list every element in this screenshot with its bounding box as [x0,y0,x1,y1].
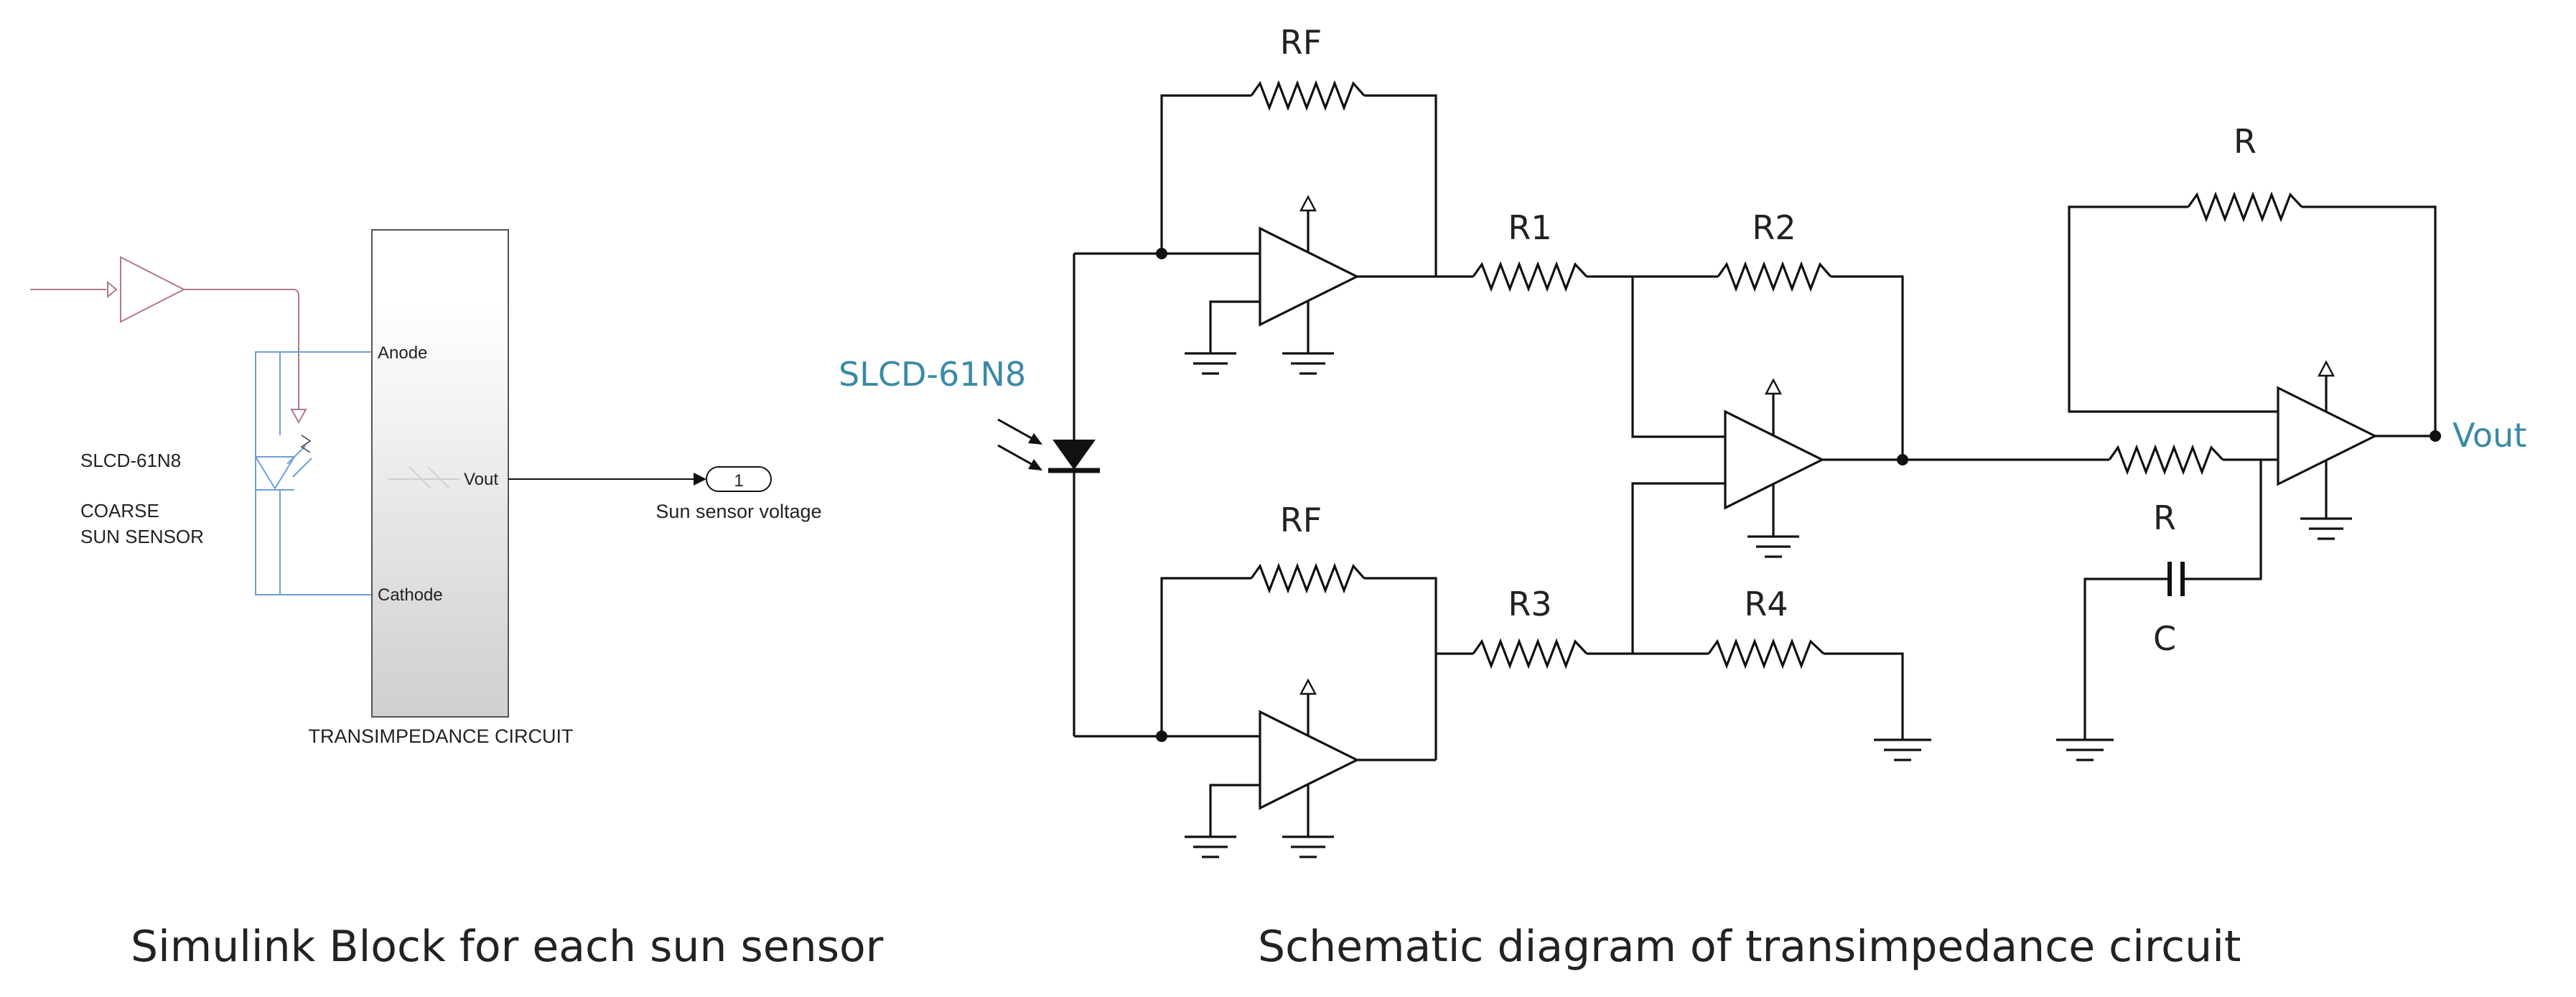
r4-label: R4 [1744,585,1788,623]
r2-label: R2 [1752,208,1796,247]
rf-top-label: RF [1280,23,1322,62]
resistor-rf-bottom [1250,562,1366,594]
outport-number: 1 [734,471,743,491]
sensor-name-line1: COARSE [80,500,159,521]
r-input-label: R [2153,498,2176,537]
sun-sensor-block[interactable] [254,351,378,595]
bottom-tia [1074,562,1473,858]
resistor-r2 [1717,261,1832,292]
ground-icon [2300,517,2352,540]
port-anode-label: Anode [378,343,427,363]
subsystem-title: TRANSIMPEDANCE CIRCUIT [308,725,573,747]
outport-block[interactable] [706,466,772,492]
output-stage [1903,191,2441,761]
caption-left: Simulink Block for each sun sensor [131,922,884,972]
simulink-model: SLCD-61N8 COARSE SUN SENSOR Anode Vout C… [30,229,822,747]
sensor-model-label: SLCD-61N8 [80,450,181,471]
light-arrows-icon [286,445,312,478]
resistor-r1 [1472,261,1588,292]
ground-icon [1747,535,1799,558]
r3-label: R3 [1508,585,1551,623]
ground-icon [2056,738,2114,761]
transimpedance-subsystem-block[interactable] [371,229,509,718]
top-tia [1074,80,1473,375]
resistor-rf-top [1250,80,1366,111]
resistor-r4 [1707,638,1825,669]
output-signal-line[interactable] [508,473,706,486]
capacitor-icon [2167,562,2185,596]
ground-icon [1185,352,1236,375]
subsystem-preview-icon [388,466,459,489]
port-cathode-label: Cathode [378,585,443,605]
port-vout-label: Vout [464,470,498,489]
photodiode-icon [997,254,1100,736]
c-label: C [2153,619,2176,658]
ground-icon [1874,738,1931,761]
gain-block[interactable] [120,256,186,323]
resistor-r-input [2108,444,2224,476]
ground-icon [1282,835,1334,858]
schematic: SLCD-61N8 RF [839,23,2526,858]
resistor-r-feedback [2187,191,2303,223]
caption-right: Schematic diagram of transimpedance circ… [1258,922,2241,972]
difference-amp [1472,261,1931,761]
outport-label: Sun sensor voltage [655,501,821,522]
gain-output-line[interactable] [184,289,307,425]
photodiode-label: SLCD-61N8 [839,355,1026,394]
sensor-name-line2: SUN SENSOR [80,526,204,547]
resistor-r3 [1472,638,1588,669]
rf-bottom-label: RF [1280,501,1322,539]
vout-label: Vout [2453,416,2526,455]
input-signal-line[interactable] [30,280,118,299]
r1-label: R1 [1508,208,1551,247]
ground-icon [1185,835,1236,858]
ground-icon [1282,352,1334,375]
r-feedback-label: R [2234,122,2257,161]
